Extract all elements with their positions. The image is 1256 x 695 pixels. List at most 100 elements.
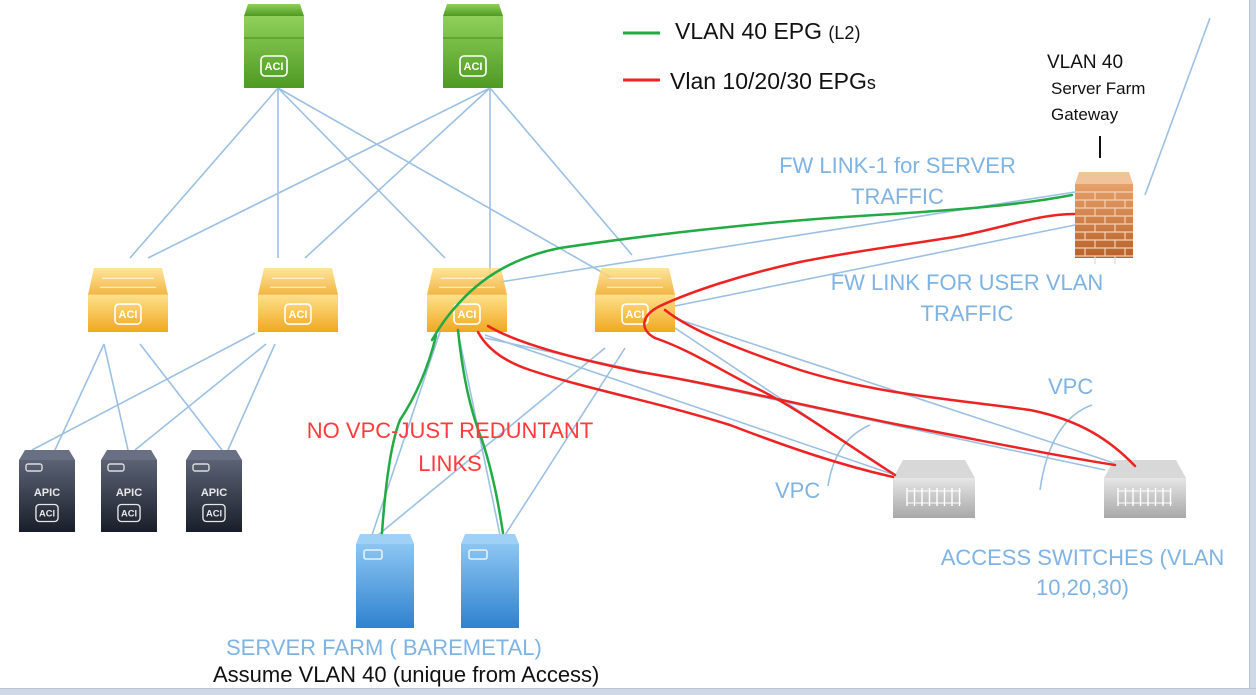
- link-spine2-leaf2: [304, 87, 491, 259]
- server-top: [461, 534, 519, 544]
- apic-title: APIC: [201, 487, 227, 499]
- legend-label-vlan40: VLAN 40 EPG: [675, 18, 823, 44]
- spine-switch-2[interactable]: ACI: [443, 4, 503, 88]
- access-switch-top: [893, 460, 975, 478]
- access-switches-label: ACCESS SWITCHES (VLAN 10,20,30): [930, 547, 1235, 599]
- link-leaf3-server1: [371, 331, 441, 536]
- window-frame-bottom: [0, 688, 1256, 695]
- vpc-arc-left: [827, 424, 871, 487]
- apic-controller-1[interactable]: APIC ACI: [19, 450, 75, 532]
- fw-link1-label: FW LINK-1 for SERVER TRAFFIC: [760, 155, 1035, 208]
- apic-top: [19, 450, 75, 460]
- apic-title: APIC: [116, 487, 142, 499]
- access-switch-body: [1104, 478, 1186, 518]
- aci-icon-text: ACI: [121, 508, 137, 518]
- bare-metal-server-1[interactable]: [356, 534, 414, 628]
- fw-link-user-line1: FW LINK FOR USER VLAN: [830, 270, 1104, 295]
- link-leaf1-apic1: [54, 343, 105, 451]
- firewall-body: [1075, 184, 1133, 258]
- access-switch-top: [1104, 460, 1186, 478]
- firewall-gateway[interactable]: [1075, 172, 1133, 264]
- window-frame-right: [1249, 0, 1256, 694]
- no-vpc-label: NO VPC-JUST REDUNTANT LINKS: [290, 420, 610, 475]
- spine-body: [244, 16, 304, 88]
- leaf-switch-4-body: [595, 294, 675, 332]
- drive-slot-icon: [107, 463, 125, 472]
- red-path-fw-leaf4: [643, 212, 1076, 340]
- bare-metal-server-2[interactable]: [461, 534, 519, 628]
- link-leaf2-apic2: [134, 343, 267, 451]
- leaf-switch-1-body: [88, 294, 168, 332]
- legend-item-vlan40: VLAN 40 EPG (L2): [675, 20, 860, 43]
- drive-slot-icon: [192, 463, 210, 472]
- vpc-label-left: VPC: [775, 478, 821, 503]
- link-spine2-leaf1: [147, 87, 491, 259]
- fw-link1-line1: FW LINK-1 for SERVER: [779, 153, 1016, 178]
- access-switch-2[interactable]: [1104, 460, 1186, 518]
- aci-loop-icon: [35, 503, 59, 523]
- legend-item-vlan10-20-30: Vlan 10/20/30 EPGs: [670, 70, 876, 93]
- drive-slot-icon: [363, 549, 383, 560]
- leaf-switch-1[interactable]: ACI: [88, 268, 168, 332]
- gateway-name-label: Server Farm: [1051, 79, 1146, 98]
- access-switches-line2: 10,20,30): [1036, 575, 1129, 600]
- leaf-switch-2[interactable]: ACI: [258, 268, 338, 332]
- link-leaf4-server1: [377, 347, 606, 536]
- aci-icon-text: ACI: [119, 309, 138, 321]
- apic-body: [101, 460, 157, 532]
- no-vpc-line1: NO VPC-JUST REDUNTANT: [306, 418, 594, 443]
- aci-icon-text: ACI: [289, 309, 308, 321]
- green-path-fw-leaf3: [430, 193, 1074, 342]
- drive-slot-icon: [25, 463, 43, 472]
- legend-label-vlan10-20-30: Vlan 10/20/30 EPG: [670, 68, 867, 94]
- aci-loop-icon: [202, 503, 226, 523]
- spine-top: [443, 4, 503, 16]
- apic-title: APIC: [34, 487, 60, 499]
- apic-controller-3[interactable]: APIC ACI: [186, 450, 242, 532]
- red-path-access2-leaf3: [486, 324, 1117, 467]
- link-spine2-leaf4: [489, 87, 633, 256]
- aci-icon-text: ACI: [206, 508, 222, 518]
- aci-loop-icon: [284, 303, 312, 325]
- link-leaf1-apic3: [139, 343, 223, 451]
- aci-icon-text: ACI: [39, 508, 55, 518]
- spine-switch-1[interactable]: ACI: [244, 4, 304, 88]
- devices: ACI ACI ACI ACI ACI ACI APIC ACI APIC ACI APIC ACI: [19, 4, 1186, 628]
- access-switch-1[interactable]: [893, 460, 975, 518]
- leaf-switch-4[interactable]: ACI: [595, 268, 675, 332]
- leaf-switch-3[interactable]: ACI: [427, 268, 507, 332]
- aci-icon-text: ACI: [626, 309, 645, 321]
- spine-body: [443, 16, 503, 88]
- aci-loop-icon: [453, 303, 481, 325]
- link-leaf2-apic3: [227, 343, 276, 451]
- legend-suffix-vlan40: (L2): [828, 23, 861, 43]
- vpc-arc-right: [1039, 404, 1093, 491]
- apic-body: [19, 460, 75, 532]
- server-top: [356, 534, 414, 544]
- red-path-access1-leaf3: [476, 330, 895, 479]
- link-leaf3-access1: [484, 334, 896, 476]
- fw-link-user-line2: TRAFFIC: [920, 301, 1014, 326]
- apic-top: [101, 450, 157, 460]
- spine-top: [244, 4, 304, 16]
- leaf-switch-2-body: [258, 294, 338, 332]
- server-farm-label: SERVER FARM ( BAREMETAL): [226, 635, 542, 660]
- aci-icon-text: ACI: [458, 309, 477, 321]
- link-leaf1-apic2: [103, 343, 129, 451]
- legend-suffix-vlan10-20-30: s: [866, 73, 876, 93]
- leaf-switch-4-top: [595, 268, 675, 295]
- apic-controller-2[interactable]: APIC ACI: [101, 450, 157, 532]
- link-spine1-leaf3: [277, 87, 446, 259]
- red-path-leaf4-access1: [653, 336, 897, 477]
- link-leaf4-server2: [504, 347, 626, 536]
- aci-loop-icon: [459, 55, 487, 77]
- apic-body: [186, 460, 242, 532]
- fw-link-user-label: FW LINK FOR USER VLAN TRAFFIC: [818, 272, 1116, 325]
- server-body: [356, 544, 414, 628]
- red-path-leaf4-access2: [663, 308, 1137, 468]
- traffic-paths: [380, 193, 1137, 535]
- green-path-leaf3-server2: [456, 328, 505, 535]
- leaf-switch-2-top: [258, 268, 338, 295]
- leaf-switch-1-top: [88, 268, 168, 295]
